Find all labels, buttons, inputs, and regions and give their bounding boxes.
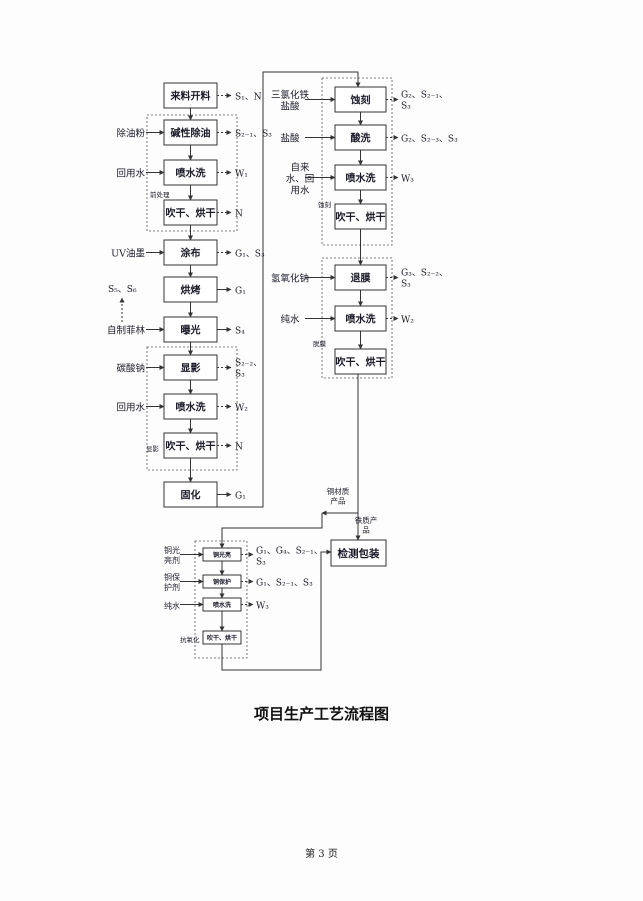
process-step-label: 喷水洗 — [176, 166, 206, 179]
process-step — [163, 239, 218, 266]
process-step-label: 曝光 — [181, 323, 201, 336]
process-step-label: 烘烤 — [181, 283, 201, 296]
copper-product-label: 产品 — [331, 496, 346, 506]
process-step-label: 显影 — [181, 362, 201, 374]
emission-label: S₂₋₂、 — [235, 359, 262, 369]
group-label-developing: 显影 — [146, 444, 160, 453]
emission-label: G₁、G₄、S₂₋₁、 — [256, 547, 323, 557]
emission-label: S₃ — [401, 102, 411, 112]
emission-label: S₁、N — [235, 93, 262, 103]
emission-label: G₁ — [235, 287, 246, 297]
emission-label: W₃ — [401, 175, 414, 185]
process-step-label: 蚀刻 — [350, 93, 371, 106]
emission-label: G₃、S₂₋₂、 — [401, 269, 448, 279]
emission-label: S₃ — [401, 280, 411, 290]
developing-group — [146, 346, 238, 471]
emission-label: G₁、S₂₋₁、S₃ — [256, 579, 313, 589]
process-step-label: 退膜 — [351, 271, 371, 284]
input-label: 盐酸 — [280, 101, 300, 113]
group-label-etching: 蚀刻 — [318, 200, 331, 209]
input-label: 纯水 — [280, 314, 300, 326]
input-label: 用水 — [290, 185, 310, 197]
process-step-label: 酸洗 — [351, 131, 371, 144]
anti-oxidation-group — [194, 540, 248, 659]
process-step — [334, 124, 387, 151]
input-label: UV油墨 — [111, 248, 145, 260]
input-label: 自制菲林 — [107, 325, 146, 337]
emission-label: W₁ — [235, 170, 248, 180]
input-label: 纯水 — [164, 601, 180, 611]
process-step-label: 碱性除油 — [171, 126, 211, 139]
diagram-title: 项目生产工艺流程图 — [253, 705, 389, 723]
input-label: 碳酸钠 — [116, 363, 145, 375]
process-step — [163, 481, 218, 508]
input-label: 自来 — [290, 162, 310, 174]
process-step — [163, 159, 218, 186]
input-label: 除油粉 — [116, 128, 145, 140]
process-step-label: 吹干、烘干 — [166, 206, 216, 219]
emission-label: S₄ — [235, 327, 245, 337]
emission-label: S₃ — [256, 558, 266, 568]
connector-line — [217, 71, 361, 508]
input-label: 回用水 — [116, 168, 145, 180]
process-step — [334, 86, 387, 113]
group-label-anti-oxidation: 抗氧化 — [180, 635, 200, 644]
emission-label: S₃ — [235, 370, 245, 380]
process-step-label: 喷水洗 — [176, 400, 206, 413]
emission-label: G₁、S₃ — [235, 250, 265, 260]
emission-label: N — [235, 443, 243, 453]
process-step — [334, 203, 387, 230]
process-step — [163, 276, 218, 303]
process-step-label: 吹干、烘干 — [166, 439, 216, 452]
process-step-label: 喷水洗 — [346, 312, 376, 325]
iron-product-label: 品 — [362, 526, 370, 535]
process-step-label: 喷水洗 — [213, 601, 231, 609]
process-step-label: 喷水洗 — [346, 171, 376, 184]
emission-label: G₂、S₂₋₃、S₃ — [401, 135, 458, 145]
process-step — [334, 164, 387, 191]
emission-label: G₁ — [235, 492, 246, 502]
process-step-label: 吹干、烘干 — [207, 634, 237, 642]
process-step — [334, 348, 387, 375]
etching-group — [321, 77, 393, 246]
process-step-label: 涂布 — [181, 246, 201, 259]
input-label: 氢氧化钠 — [271, 273, 309, 285]
emission-label: W₃ — [256, 602, 269, 612]
input-label: 铜光 — [164, 545, 180, 555]
emission-label: G₂、S₂₋₁、 — [401, 91, 448, 101]
emission-label: W₂ — [235, 404, 248, 414]
copper-branch-line — [219, 513, 323, 549]
process-step-label: 固化 — [181, 488, 201, 501]
process-step-label: 铜光亮 — [213, 551, 231, 559]
input-label: 亮剂 — [164, 555, 180, 565]
process-step — [163, 119, 218, 146]
emission-label: W₂ — [401, 316, 414, 326]
iron-product-label: 铁质产 — [355, 515, 378, 525]
process-step-label: 铜保护 — [213, 578, 231, 586]
group-label-pretreatment: 前处理 — [150, 190, 170, 199]
process-step-label: 吹干、烘干 — [336, 210, 386, 223]
emission-label: N — [235, 210, 243, 220]
input-label: 水、回 — [286, 173, 315, 185]
group-label-stripping: 脱膜 — [313, 339, 327, 348]
input-label: 盐酸 — [280, 133, 300, 145]
process-step-label: 吹干、烘干 — [336, 355, 386, 368]
copper-product-label: 铜材质 — [327, 486, 350, 496]
input-label: 护剂 — [164, 582, 180, 592]
emission-label: S₂₋₁、S₃ — [235, 130, 272, 140]
process-step — [163, 393, 218, 420]
copper-to-package-line — [221, 549, 332, 671]
process-step — [163, 316, 218, 343]
byproduct-label: S₅、S₆ — [108, 285, 137, 295]
input-label: 回用水 — [116, 402, 145, 414]
process-step-label: 来料开料 — [170, 89, 211, 102]
page-number: 第 3 页 — [305, 849, 338, 860]
input-label: 铜保 — [164, 572, 180, 582]
input-label: 三氯化铁 — [271, 89, 310, 101]
inspect-package-step — [330, 539, 387, 567]
inspect-package-step-label: 检测包装 — [338, 547, 380, 560]
